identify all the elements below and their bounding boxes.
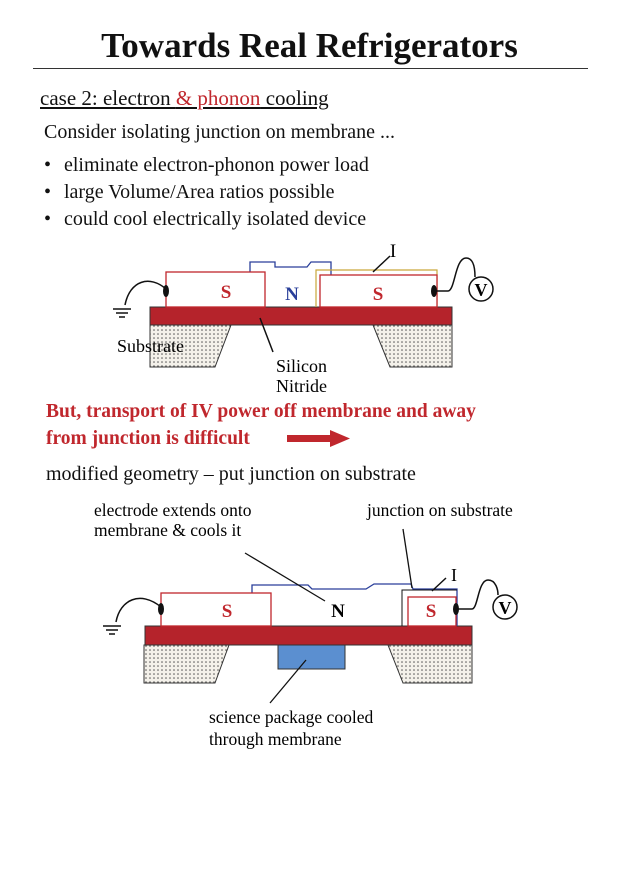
bullet-text: eliminate electron-phonon power load [64,154,369,176]
label-i: I [451,565,457,585]
substrate-right [387,644,473,684]
silicon-nitride-membrane [149,306,453,326]
science-package [277,644,346,670]
insulator-pointer [431,577,447,592]
label-i: I [390,241,396,262]
problem-text-2: from junction is difficult [46,428,250,449]
diagram-2: electrode extends onto membrane & cools … [94,500,518,749]
label-s-left: S [222,601,233,622]
page-title: Towards Real Refrigerators [101,26,518,65]
annotation-left-2: membrane & cools it [94,520,241,540]
voltmeter-icon [468,276,494,302]
bullet-item: • could cool electrically isolated device [44,208,366,231]
title-divider [33,68,588,69]
voltmeter-label: V [499,598,512,618]
ground-icon [113,308,131,318]
substrate-left [143,644,230,684]
heading-text: case 2: electron [40,86,176,110]
bullet-item: • large Volume/Area ratios possible [44,181,335,204]
substrate-label: Substrate [117,336,184,356]
diagram-1: S N S I V Substrate Silicon Nitride [113,241,494,396]
membrane-label-1: Silicon [276,356,327,376]
right-electrode [407,596,457,627]
electrode-pointer [244,552,326,602]
annotation-left-1: electrode extends onto [94,500,252,520]
ground-wire [124,280,167,306]
membrane-label-2: Nitride [276,376,327,396]
modified-geometry-text: modified geometry – put junction on subs… [46,463,416,485]
bullet-text: could cool electrically isolated device [64,208,367,230]
section-heading: case 2: electron & phonon cooling [40,86,329,111]
label-s-left: S [221,282,232,303]
label-n: N [285,284,299,305]
silicon-nitride-membrane [144,625,473,646]
insulator-pointer [372,255,391,273]
ground-icon [103,625,121,635]
bullet-icon: • [44,208,52,230]
label-n: N [331,601,345,622]
heading-highlight: & phonon [175,86,261,110]
heading-text-end: cooling [260,86,329,110]
right-electrode [319,274,438,308]
label-s-right: S [373,284,384,305]
bullet-icon: • [44,181,52,203]
package-label-1: science package cooled [209,707,373,727]
voltmeter-icon [492,594,518,620]
junction-pointer [402,528,413,589]
left-electrode [165,271,266,308]
label-s-right: S [426,601,437,622]
intro-text: Consider isolating junction on membrane … [44,121,396,143]
package-label-2: through membrane [209,729,342,749]
voltmeter-wire [456,579,499,610]
normal-metal-layer [249,261,332,307]
problem-text-1: But, transport of IV power off membrane … [46,401,476,422]
insulator-layer [401,589,457,626]
substrate-right [372,324,453,368]
bullet-item: • eliminate electron-phonon power load [44,154,369,177]
bullet-text: large Volume/Area ratios possible [64,181,335,203]
left-electrode [160,592,272,627]
package-pointer [269,659,307,704]
annotation-right: junction on substrate [366,500,513,520]
ground-wire [115,597,162,623]
bullet-icon: • [44,154,52,176]
voltmeter-wire [434,257,476,292]
membrane-pointer [259,317,274,353]
voltmeter-label: V [475,280,488,300]
arrow-right-icon [287,430,350,447]
